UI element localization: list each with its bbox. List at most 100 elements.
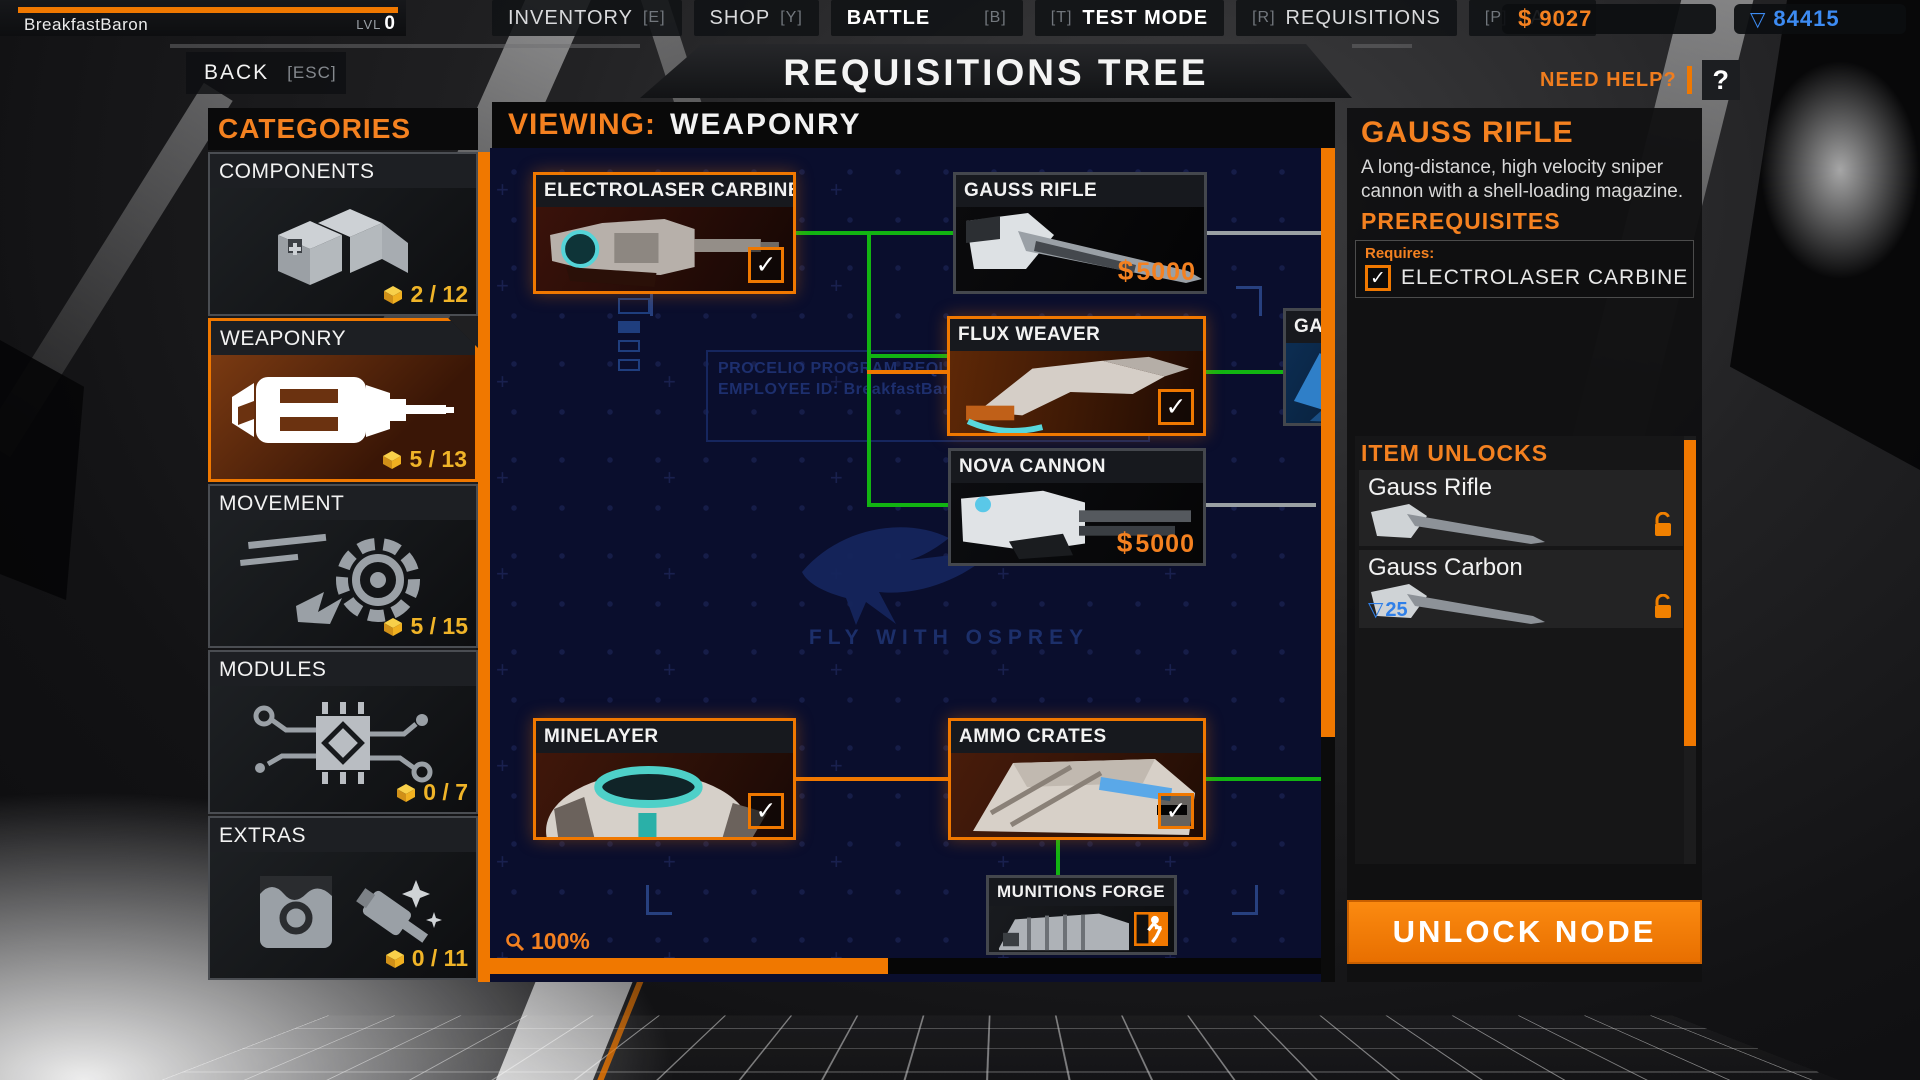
tree-node-gauss-rifle[interactable]: GAUSS RIFLE $5000 xyxy=(953,172,1207,294)
category-count: 0 / 7 xyxy=(396,779,468,806)
unlocks-scrollbar[interactable] xyxy=(1684,436,1696,864)
category-count: 0 / 11 xyxy=(385,945,468,972)
connector-to-flux-unlocked xyxy=(867,370,947,374)
gun-icon xyxy=(228,367,458,457)
page-title: REQUISITIONS TREE xyxy=(783,52,1209,93)
prerequisite-item: ELECTROLASER CARBINE xyxy=(1401,266,1689,289)
node-image xyxy=(956,207,1204,291)
category-modules[interactable]: MODULES 0 / 7 xyxy=(208,650,478,814)
node-cost: $5000 xyxy=(1116,527,1195,558)
connector-minelayer-ammo xyxy=(795,777,948,781)
node-cost: $5000 xyxy=(1117,255,1196,286)
frame-bracket xyxy=(1236,286,1262,316)
weapon-thumbnail xyxy=(1371,504,1545,544)
unlock-item-gauss-carbon[interactable]: Gauss Carbon ▽25 xyxy=(1359,550,1683,628)
horizontal-scrollbar-thumb[interactable] xyxy=(490,958,888,974)
player-xp-bar xyxy=(18,7,398,13)
vertical-scrollbar[interactable] xyxy=(1321,148,1335,982)
category-count: 5 / 13 xyxy=(382,446,467,473)
item-unlocks-panel: ITEM UNLOCKS Gauss Rifle Gauss Carbon xyxy=(1355,436,1696,864)
nav-inventory[interactable]: INVENTORY [E] xyxy=(492,0,682,36)
category-count: 2 / 12 xyxy=(383,281,468,308)
deco-blue-boxes xyxy=(618,298,650,378)
connector-to-nova xyxy=(867,503,948,507)
connector-nova-right xyxy=(1206,503,1316,507)
unlock-node-button[interactable]: UNLOCK NODE xyxy=(1347,900,1702,964)
crate-boxes-icon xyxy=(278,208,408,285)
cube-icon xyxy=(384,617,403,636)
connector-branch-vertical xyxy=(867,231,871,507)
lock-icon xyxy=(1655,594,1671,618)
unlocked-check-icon xyxy=(748,247,784,283)
horizontal-scrollbar[interactable] xyxy=(490,958,1335,974)
main-nav: INVENTORY [E] SHOP [Y] BATTLE [B] [T] TE… xyxy=(492,0,1596,36)
back-button[interactable]: BACK [ESC] xyxy=(186,52,346,94)
categories-header: CATEGORIES xyxy=(208,108,478,150)
tree-node-electrolaser-carbine[interactable]: ELECTROLASER CARBINE xyxy=(533,172,796,294)
frame-bracket xyxy=(1232,885,1258,915)
nav-battle[interactable]: BATTLE [B] xyxy=(830,0,1023,36)
unlocked-check-icon xyxy=(748,793,784,829)
lock-icon xyxy=(1655,512,1671,536)
requires-box: Requires: ELECTROLASER CARBINE xyxy=(1355,240,1694,298)
selected-category-strip xyxy=(478,152,490,982)
premium-balance: ▽ 84415 xyxy=(1734,4,1906,34)
connector-electrolaser-gauss xyxy=(795,231,953,235)
help-divider xyxy=(1686,66,1692,94)
nav-test-mode[interactable]: [T] TEST MODE xyxy=(1034,0,1225,36)
connector-to-flux xyxy=(867,354,947,358)
vertical-scrollbar-thumb[interactable] xyxy=(1321,148,1335,737)
node-image xyxy=(536,207,793,291)
prerequisites-header: PREREQUISITES xyxy=(1361,208,1561,234)
paint-wrench-icon xyxy=(260,875,442,948)
connector-gauss-right xyxy=(1206,231,1335,235)
detail-title: GAUSS RIFLE xyxy=(1361,116,1574,149)
unlocks-scrollbar-thumb[interactable] xyxy=(1684,440,1696,746)
wheel-icon xyxy=(240,533,420,624)
weapon-thumbnail xyxy=(1371,584,1545,624)
unlocked-check-icon xyxy=(1158,793,1194,829)
zoom-indicator: 100% xyxy=(505,928,590,955)
prerequisite-check-icon xyxy=(1365,265,1391,291)
tree-node-flux-weaver[interactable]: FLUX WEAVER xyxy=(947,316,1206,436)
magnifier-icon xyxy=(506,932,525,951)
node-detail-panel: GAUSS RIFLE A long-distance, high veloci… xyxy=(1347,108,1702,982)
category-movement[interactable]: MOVEMENT 5 / 15 xyxy=(208,484,478,648)
osprey-logo-text: FLY WITH OSPREY xyxy=(808,626,1090,649)
esc-key-hint: [ESC] xyxy=(287,63,337,82)
exit-link-icon xyxy=(1134,912,1168,946)
title-banner: REQUISITIONS TREE xyxy=(640,44,1352,98)
tree-node-minelayer[interactable]: MINELAYER xyxy=(533,718,796,840)
cube-icon xyxy=(397,783,416,802)
tree-node-ammo-crates[interactable]: AMMO CRATES xyxy=(948,718,1206,840)
unlock-item-gauss-rifle[interactable]: Gauss Rifle xyxy=(1359,470,1683,546)
connector-ammo-right xyxy=(1206,777,1325,781)
category-components[interactable]: COMPONENTS 2 / 12 xyxy=(208,152,478,316)
nav-requisitions[interactable]: [R] REQUISITIONS xyxy=(1236,0,1457,36)
money-balance: $ 9027 xyxy=(1502,4,1716,34)
requisition-tree-canvas[interactable]: + + + + + + + + + + + + + + + + + + + + … xyxy=(490,148,1335,982)
viewing-header: VIEWING: WEAPONRY xyxy=(492,102,1335,148)
help-button[interactable]: ? xyxy=(1701,60,1740,100)
cube-icon xyxy=(384,285,403,304)
tree-node-nova-cannon[interactable]: NOVA CANNON $5000 xyxy=(948,448,1206,566)
connector-ammo-forge xyxy=(1056,840,1060,875)
money-icon: $ xyxy=(1518,5,1532,32)
detail-description: A long-distance, high velocity sniper ca… xyxy=(1361,157,1684,202)
nav-shop[interactable]: SHOP [Y] xyxy=(693,0,819,36)
category-weaponry[interactable]: WEAPONRY 5 / 13 xyxy=(208,318,478,482)
category-count: 5 / 15 xyxy=(383,613,468,640)
unlock-cost: ▽25 xyxy=(1368,599,1408,621)
need-help-link[interactable]: NEED HELP? xyxy=(1540,68,1677,91)
item-unlocks-header: ITEM UNLOCKS xyxy=(1361,440,1549,466)
category-extras[interactable]: EXTRAS 0 / 11 xyxy=(208,816,478,980)
player-name: BreakfastBaron xyxy=(24,15,149,34)
tree-node-munitions-forge[interactable]: MUNITIONS FORGE xyxy=(986,875,1177,955)
chip-icon xyxy=(253,701,433,784)
premium-currency-icon: ▽ xyxy=(1750,8,1766,31)
node-image xyxy=(951,483,1203,563)
